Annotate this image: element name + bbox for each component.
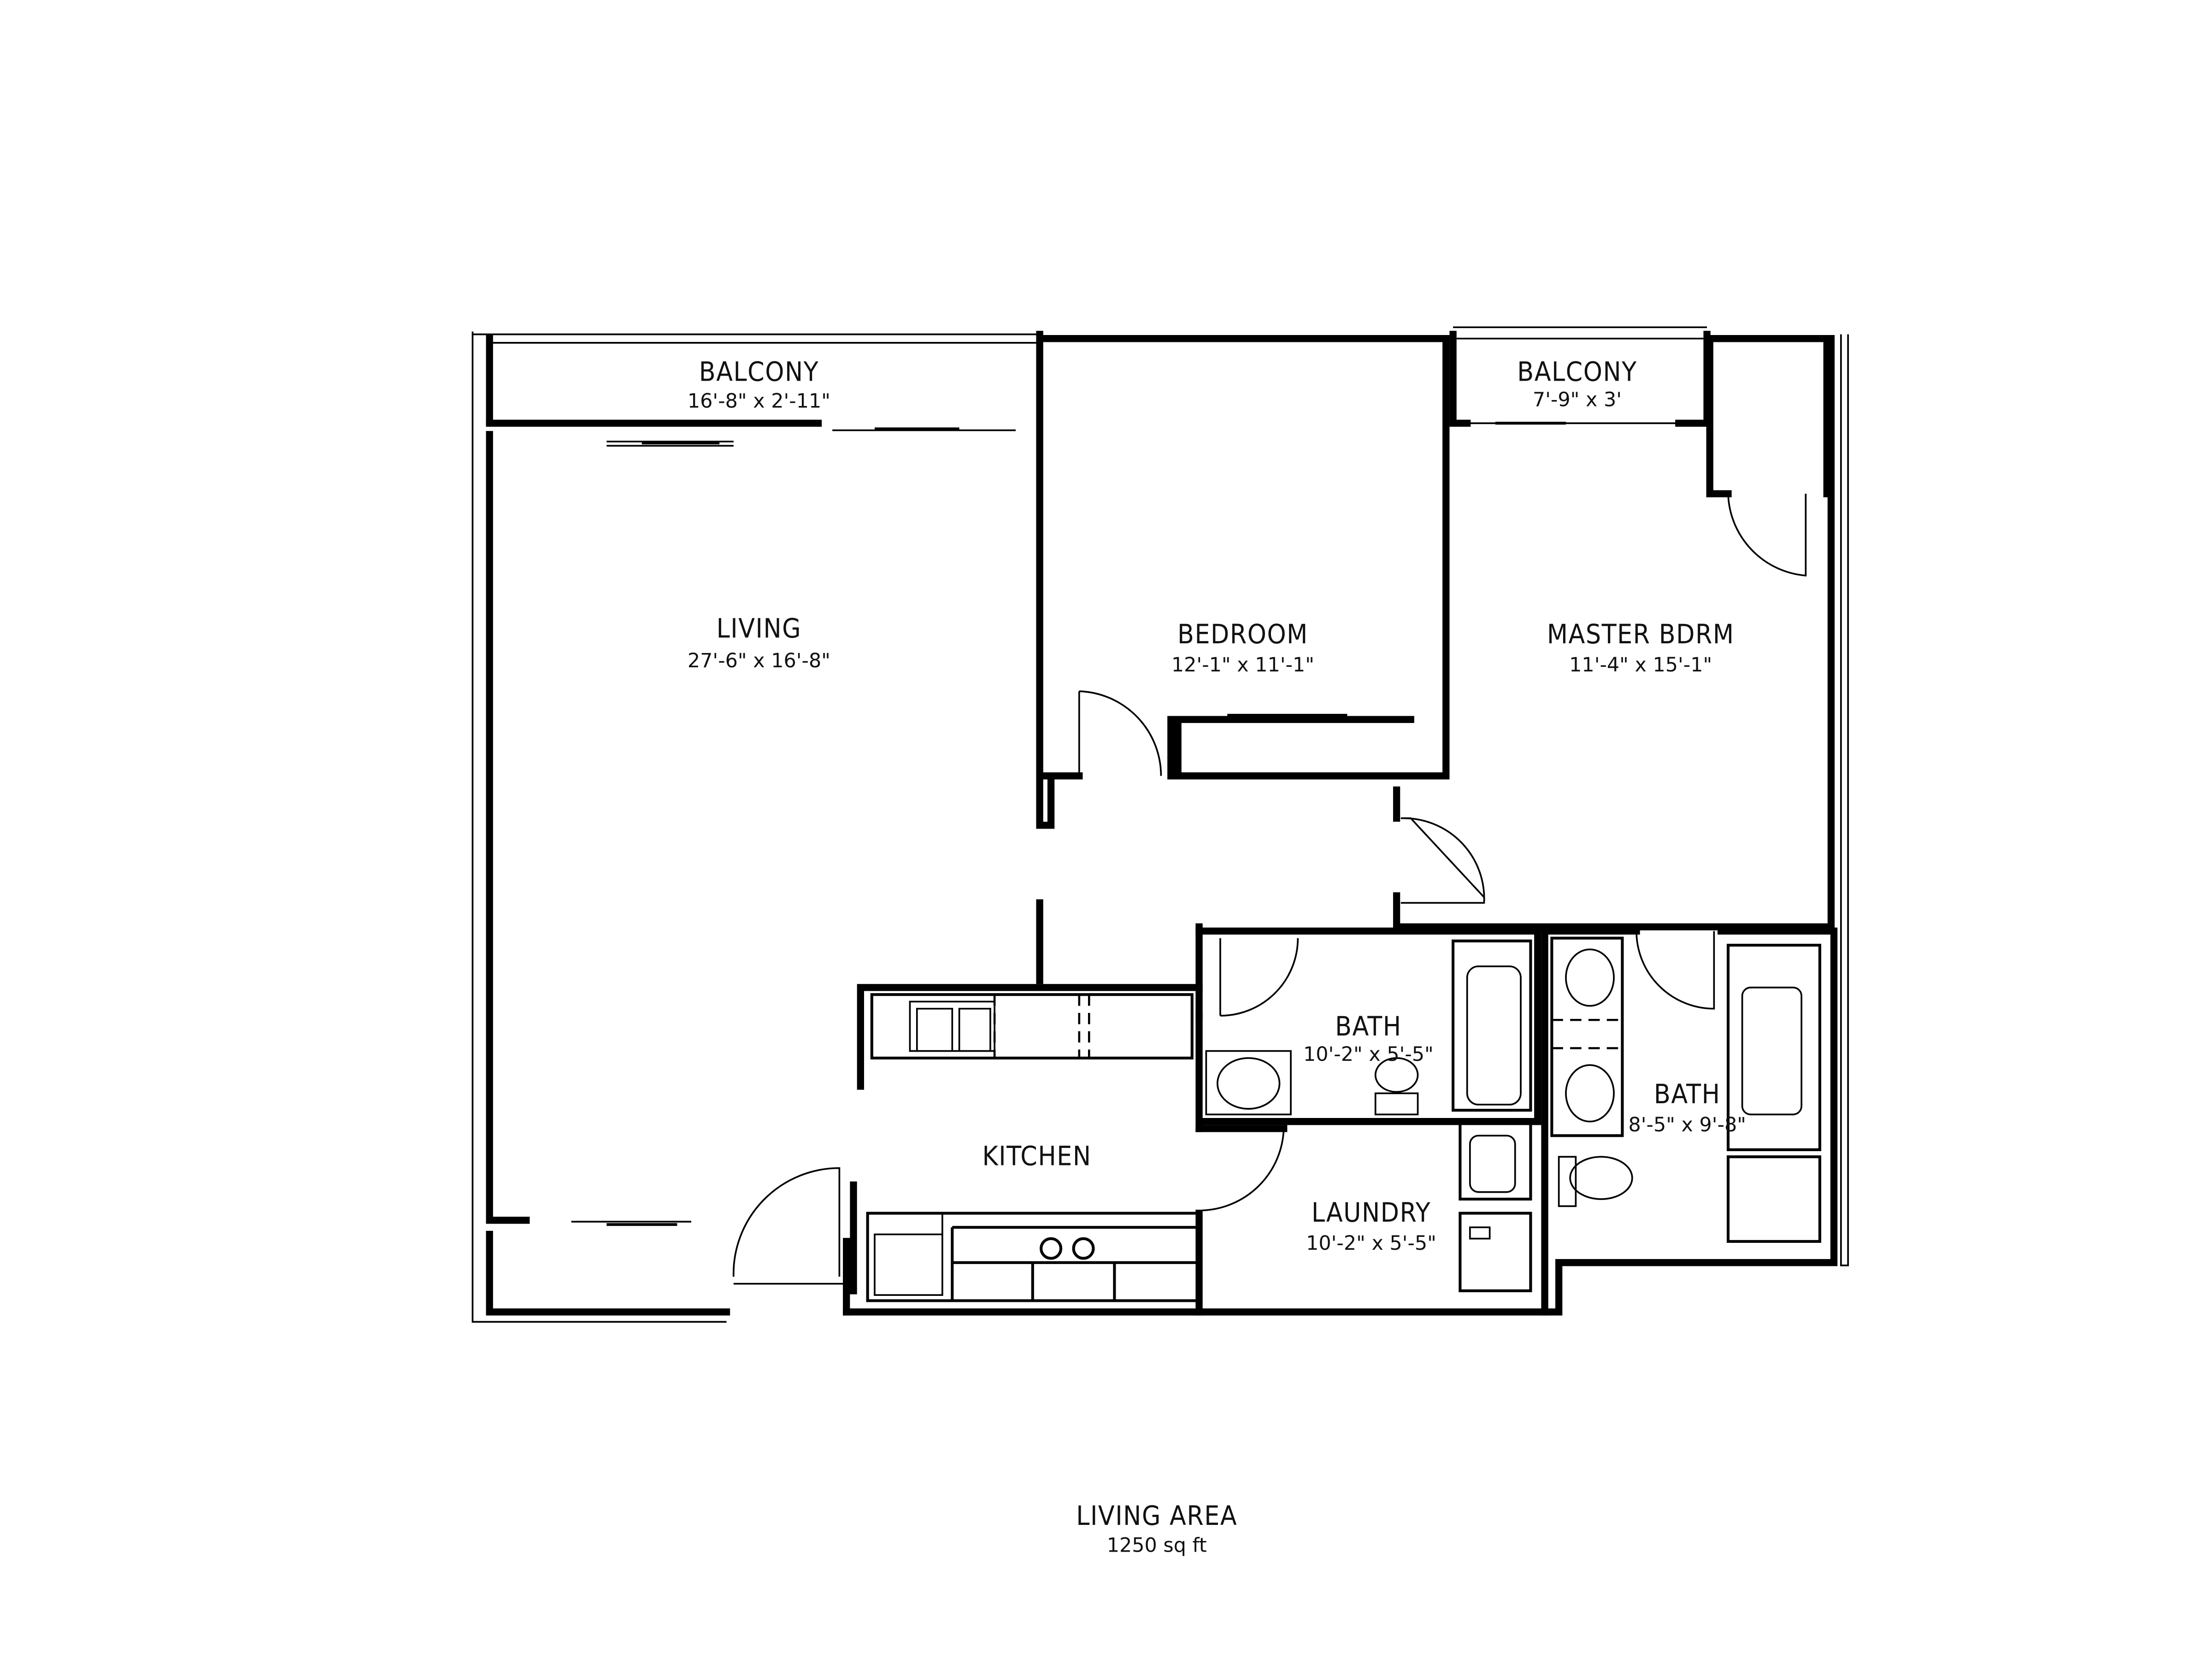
room-dims-balcony-left: 16'-8" x 2'-11" [688,390,830,413]
living-area-value: 1250 sq ft [1107,1534,1207,1557]
bath-walls [1195,927,1830,1316]
room-name-living: LIVING [717,613,802,644]
room-dims-bath1: 10'-2" x 5'-5" [1303,1043,1434,1066]
room-dims-bedroom: 12'-1" x 11'-1" [1171,653,1314,677]
room-name-balcony-right: BALCONY [1517,356,1637,388]
room-name-bath2: BATH [1654,1078,1721,1110]
balcony-railings [571,422,1679,1226]
room-name-balcony-left: BALCONY [699,356,819,388]
room-name-master: MASTER BDRM [1547,618,1735,650]
room-dims-laundry: 10'-2" x 5'-5" [1306,1232,1436,1255]
room-name-bath1: BATH [1335,1011,1402,1042]
master-walls [1449,330,1835,935]
bedroom-walls [1036,330,1450,829]
living-area-title: LIVING AREA [1076,1500,1237,1531]
room-dims-bath2: 8'-5" x 9'-8" [1628,1113,1746,1136]
hall-walls [1036,786,1830,1019]
room-dims-living: 27'-6" x 16'-8" [688,649,830,672]
room-dims-balcony-right: 7'-9" x 3' [1533,388,1622,412]
fixtures [1205,936,1822,1293]
doors [732,494,1807,1285]
room-dims-master: 11'-4" x 15'-1" [1569,653,1712,677]
kitchen-walls [857,984,1203,1302]
room-name-kitchen: KITCHEN [982,1141,1091,1172]
room-name-laundry: LAUNDRY [1312,1197,1431,1228]
room-name-bedroom: BEDROOM [1177,618,1308,650]
exterior-walls [471,326,1849,1323]
